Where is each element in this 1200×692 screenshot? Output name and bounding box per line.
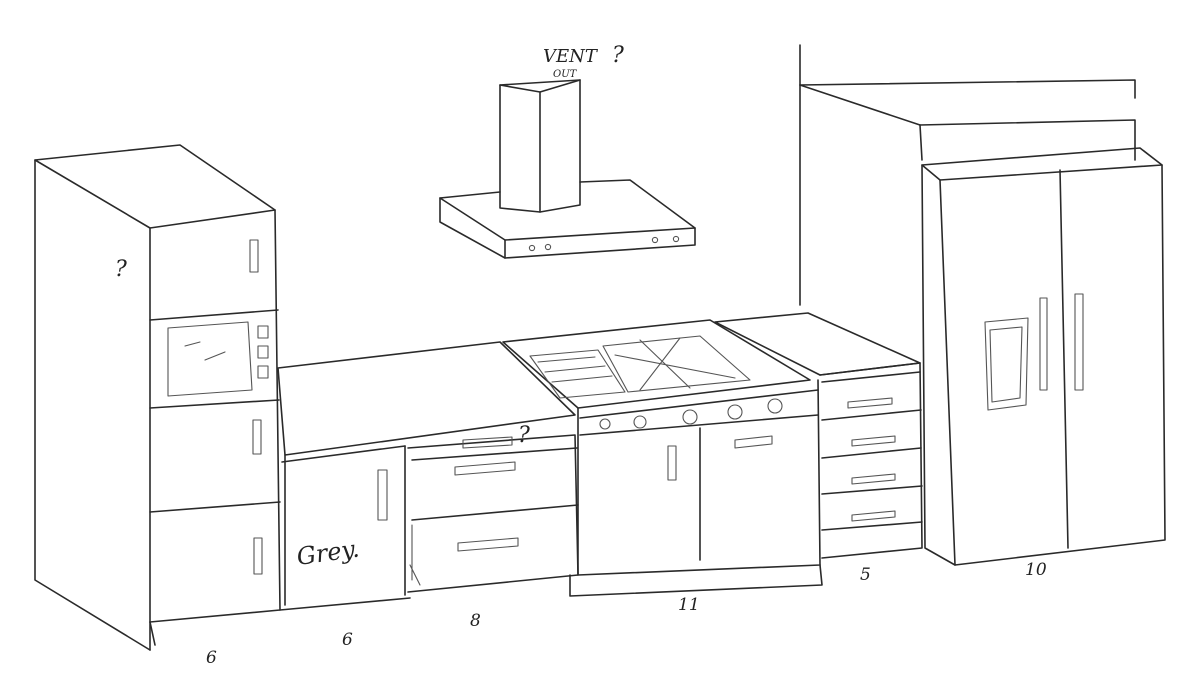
tall-unit-question-mark: ?	[115, 257, 127, 282]
tall-appliance-unit	[34, 144, 411, 651]
side-by-side-fridge	[921, 147, 1166, 566]
range-hood	[439, 79, 696, 259]
dimension-label-fridge: 10	[1025, 560, 1047, 580]
wall-recess	[799, 44, 1136, 306]
vent-question-mark: ?	[612, 43, 624, 68]
vent-annotation: VENT	[543, 46, 599, 67]
range-cooktop	[502, 319, 823, 597]
dimension-label-range: 11	[678, 595, 700, 615]
dimension-label-drawer-unit: 8	[470, 611, 481, 631]
dimension-label-small-drawers: 5	[860, 565, 871, 585]
grey-note: Grey.	[295, 534, 361, 570]
dimension-label-tall-unit: 6	[206, 648, 217, 668]
small-drawer-stack	[714, 312, 923, 559]
drawer-question-mark: ?	[518, 423, 530, 448]
drawer-unit	[407, 434, 579, 593]
grey-cabinet	[277, 341, 576, 606]
vent-out-annotation: OUT	[553, 69, 578, 80]
dimension-label-grey-cabinet: 6	[342, 630, 353, 650]
